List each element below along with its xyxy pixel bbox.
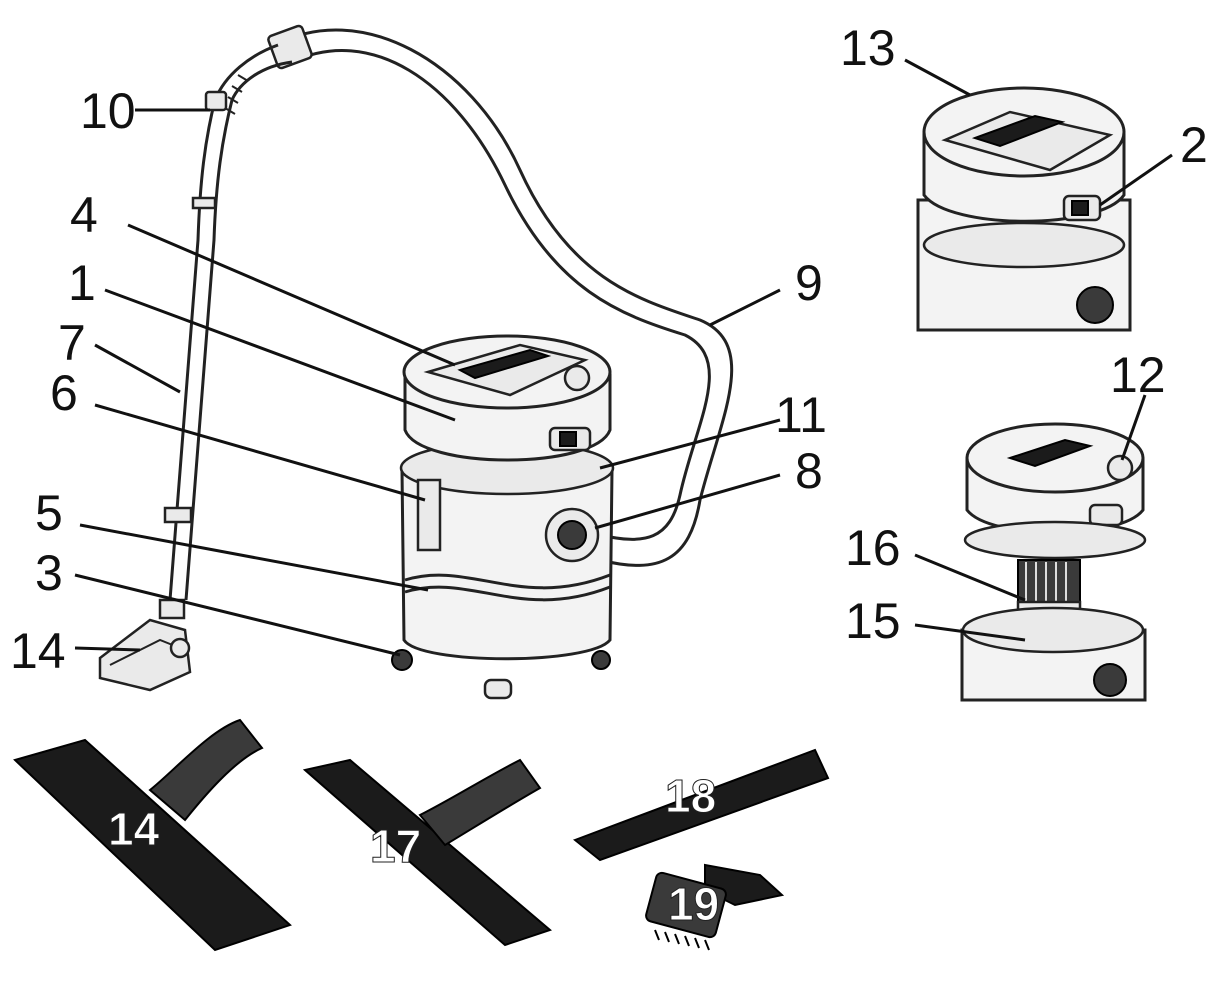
- callout-15: 15: [845, 593, 901, 649]
- accessory-dust-brush: [645, 863, 785, 951]
- callout-2: 2: [1180, 117, 1208, 173]
- callout-13: 13: [840, 20, 896, 76]
- callout-9: 9: [795, 255, 823, 311]
- extension-wand: [158, 43, 293, 620]
- inset-filter-view: [960, 422, 1147, 702]
- callout-12: 12: [1110, 347, 1166, 403]
- accessory-wet-nozzle: [302, 758, 552, 947]
- callout-3: 3: [35, 545, 63, 601]
- accessory-label-17: 17: [370, 820, 421, 872]
- callout-14: 14: [10, 623, 66, 679]
- callout-labels: 10 4 1 7 6 5 3 14 9 11 8 13 2 12 16 15: [10, 20, 1208, 679]
- accessory-label-14: 14: [108, 803, 160, 855]
- hose: [224, 24, 734, 567]
- callout-5: 5: [35, 485, 63, 541]
- callout-11: 11: [775, 387, 827, 443]
- accessory-crevice-tool: [573, 748, 830, 862]
- accessory-label-18: 18: [665, 770, 716, 822]
- vacuum-canister: [391, 334, 615, 700]
- accessory-floor-nozzle: [13, 718, 292, 952]
- callout-10: 10: [80, 83, 136, 139]
- callout-8: 8: [795, 443, 823, 499]
- accessory-label-19: 19: [668, 878, 719, 930]
- leader-lines: [74, 58, 1173, 657]
- callout-4: 4: [70, 187, 98, 243]
- floor-nozzle-small: [98, 618, 192, 692]
- inset-top-view: [916, 86, 1132, 332]
- callout-6: 6: [50, 365, 78, 421]
- callout-7: 7: [58, 315, 86, 371]
- callout-16: 16: [845, 520, 901, 576]
- accessory-labels: 14 17 18 19: [108, 770, 720, 931]
- callout-1: 1: [68, 255, 96, 311]
